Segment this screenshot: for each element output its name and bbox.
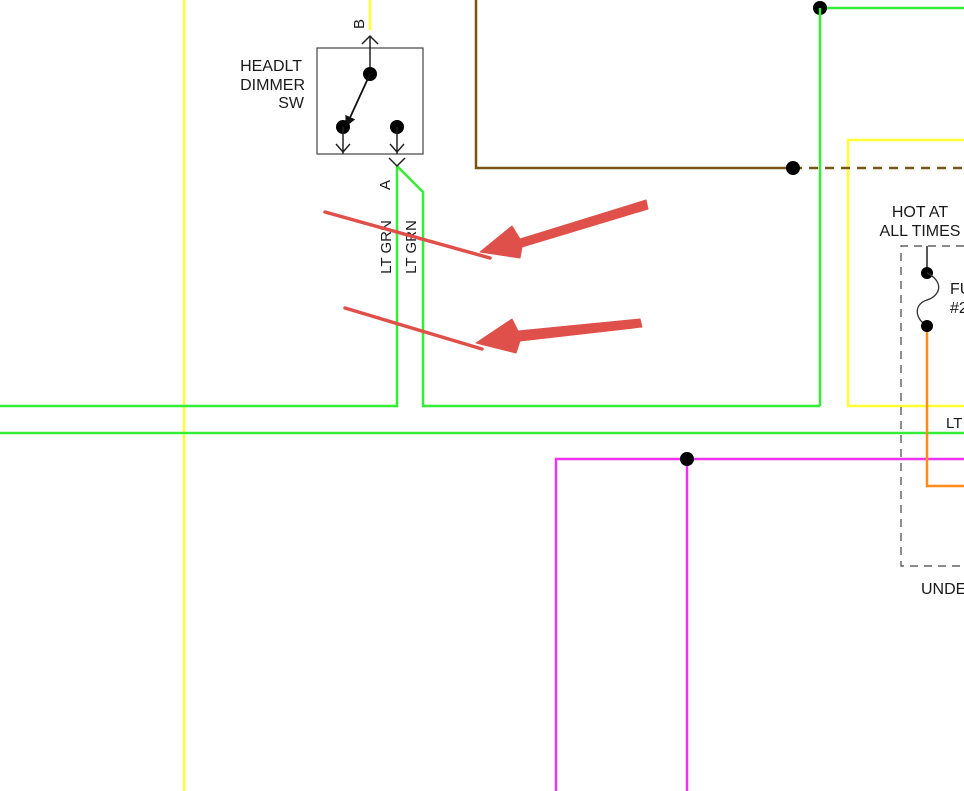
terminal-b-label: B — [351, 19, 368, 29]
wire-label-lt-right: LT — [946, 415, 962, 432]
switch-blade — [345, 73, 371, 127]
hot-at-label-line-1: HOT AT — [892, 204, 949, 221]
headlight-dimmer-switch: HEADLT DIMMER SW B A — [240, 19, 424, 190]
yellow-wire-fuse-area — [846, 138, 964, 408]
orange-wire — [925, 326, 964, 488]
green-wire-lt-grn-2 — [396, 165, 820, 408]
fuse-box-label: UNDE — [921, 581, 964, 598]
magenta-wire — [554, 457, 964, 791]
annotation-arrow-1 — [323, 199, 649, 260]
fuse-terminal-bottom — [921, 320, 933, 332]
green-wire-lt-grn-1 — [0, 166, 399, 408]
fuse-box: HOT AT ALL TIMES FU #2 UNDE — [880, 204, 964, 598]
wire-label-lt-grn-2: LT GRN — [403, 220, 420, 274]
arrow-down-icon-right — [389, 143, 405, 154]
switch-label-line-2: DIMMER — [240, 77, 305, 94]
hot-at-label-line-2: ALL TIMES — [880, 223, 961, 240]
connector-a-icon — [388, 157, 406, 168]
terminal-a-label: A — [377, 180, 394, 190]
annotation-arrow-2 — [343, 306, 643, 354]
brown-splice-dot — [786, 161, 800, 175]
fuse-label-line-1: FU — [950, 281, 964, 298]
fuse-label-line-2: #2 — [950, 300, 964, 317]
magenta-splice-dot — [680, 452, 694, 466]
fuse-box-outline — [900, 245, 964, 567]
brown-wire — [474, 0, 793, 170]
arrow-down-icon-left — [335, 143, 351, 154]
wire-label-lt-grn-1: LT GRN — [378, 220, 395, 274]
fuse-icon — [916, 272, 940, 327]
switch-label-line-3: SW — [278, 95, 305, 112]
switch-label-line-1: HEADLT — [240, 58, 302, 75]
